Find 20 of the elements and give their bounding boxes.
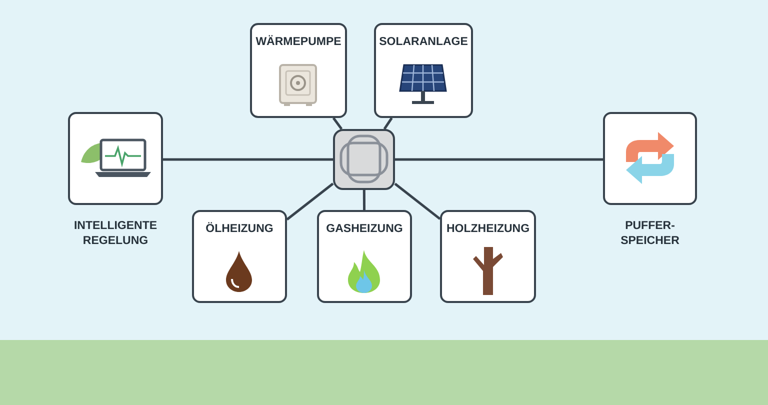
card-title: INTELLIGENTE REGELUNG	[72, 219, 158, 249]
connector-line	[395, 158, 603, 161]
connector-line	[362, 190, 366, 210]
connector-line	[332, 117, 343, 130]
card-title: PUFFER- SPEICHER	[620, 219, 680, 249]
card	[317, 210, 412, 303]
connector-line	[163, 158, 333, 161]
card	[192, 210, 287, 303]
card-title: SOLARANLAGE	[378, 35, 469, 50]
connector-line	[286, 182, 334, 220]
card-title: HOLZHEIZUNG	[445, 222, 531, 237]
card-title: WÄRMEPUMPE	[254, 35, 342, 50]
card	[440, 210, 536, 303]
card	[250, 23, 347, 118]
card-title: GASHEIZUNG	[325, 222, 404, 237]
connector-line	[383, 117, 393, 130]
connector-line	[394, 182, 441, 220]
card-title: ÖLHEIZUNG	[204, 222, 274, 237]
hub-box	[333, 129, 395, 190]
card	[374, 23, 473, 118]
